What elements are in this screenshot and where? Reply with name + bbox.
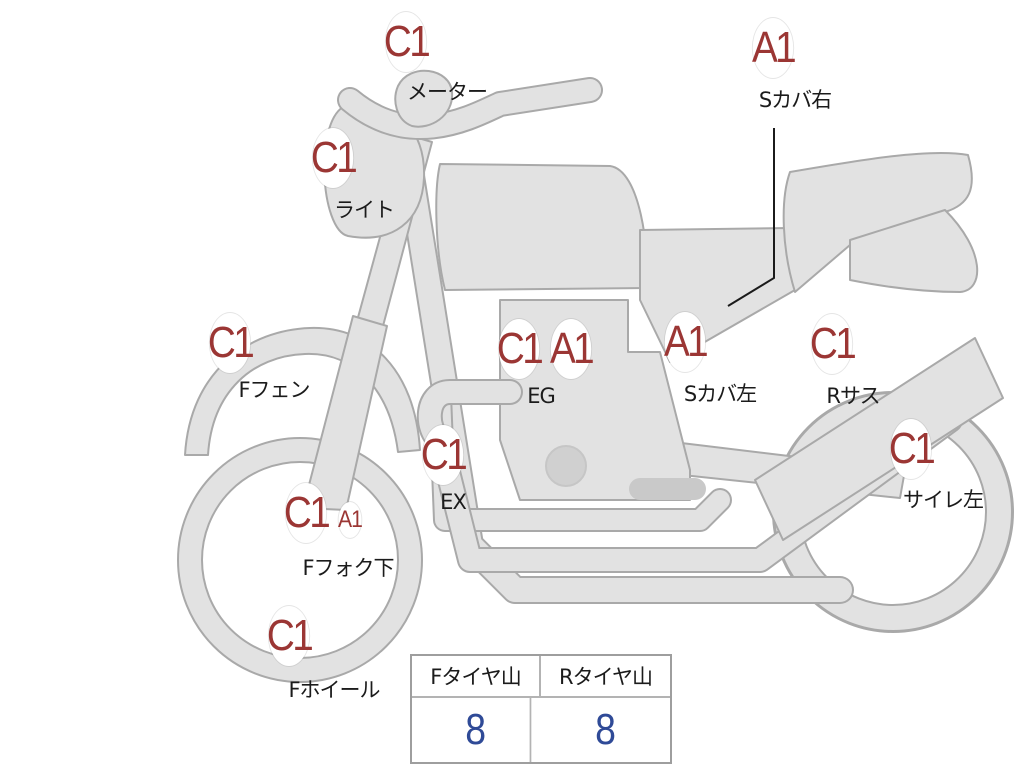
engine-a-grade: A1 (550, 319, 595, 379)
front-fork-lower-c-grade: C1 (284, 483, 331, 543)
front-tire-tread-value: 8 (422, 698, 532, 762)
tire-tread-table: Fタイヤ山 Rタイヤ山 8 8 (410, 654, 672, 764)
meter-label: メーター (407, 80, 488, 104)
meter-grade: C1 (384, 12, 431, 72)
engine-c-grade: C1 (497, 319, 544, 379)
engine-label: EG (527, 384, 556, 408)
front-fender-grade: C1 (208, 313, 255, 373)
light-grade: C1 (311, 128, 358, 188)
front-fender-label: Fフェン (238, 378, 310, 402)
front-wheel-grade: C1 (267, 606, 314, 666)
side-cover-right-label: Sカバ右 (758, 88, 832, 112)
rear-tire-tread-value: 8 (595, 705, 616, 754)
front-wheel-outer (177, 437, 423, 683)
engine-block (499, 299, 691, 501)
front-tire-tread-header: Fタイヤ山 (412, 656, 541, 698)
side-cover-left-label: Sカバ左 (683, 382, 757, 406)
side-cover-leader-line (727, 128, 775, 307)
front-wheel-tire (178, 438, 422, 682)
side-cover-left-grade: A1 (664, 312, 709, 372)
front-fork-lower-a-grade: A1 (338, 502, 363, 538)
meter-shape (394, 69, 454, 128)
seat-shape (782, 151, 973, 293)
exhaust-label: EX (440, 490, 467, 514)
light-label: ライト (334, 198, 395, 222)
rear-suspension-grade: C1 (810, 314, 857, 374)
rear-suspension-label: Rサス (826, 384, 880, 408)
silencer-left-label: サイレ左 (903, 488, 984, 512)
fuel-tank-shape (435, 163, 648, 291)
front-wheel-label: Fホイール (288, 678, 380, 702)
handlebar-inner (339, 79, 601, 138)
tail-shape (849, 209, 979, 293)
side-cover-right-grade: A1 (752, 18, 797, 78)
muffler-shape (754, 337, 1004, 541)
engine-cover (545, 445, 587, 487)
exhaust-grade: C1 (421, 425, 468, 485)
rear-tire-tread-header: Rタイヤ山 (541, 656, 670, 698)
silencer-left-grade: C1 (889, 419, 936, 479)
front-fork-lower-label: Fフォク下 (302, 556, 394, 580)
